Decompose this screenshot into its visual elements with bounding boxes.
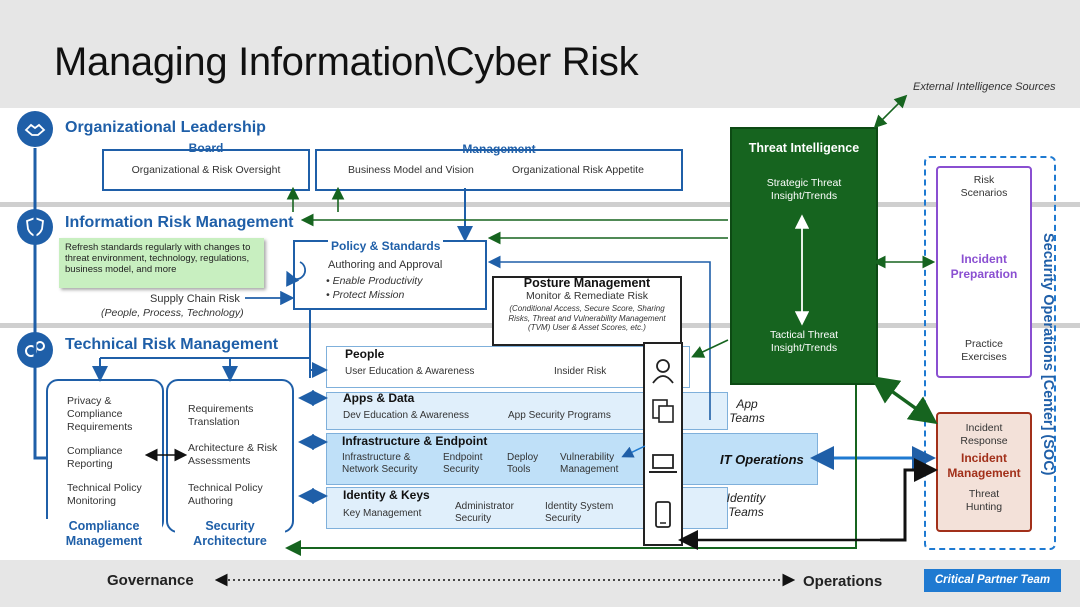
infra-row: Infrastructure & Endpoint Infrastructure… — [326, 433, 646, 483]
compliance-item-reporting: Compliance Reporting — [67, 445, 123, 470]
refresh-note-text: Refresh standards regularly with changes… — [65, 242, 251, 275]
supply-chain-sub: (People, Process, Technology) — [101, 307, 244, 319]
management-box: Management Business Model and Vision Org… — [315, 142, 683, 191]
people-item-insider: Insider Risk — [554, 366, 607, 377]
band-divider — [0, 202, 1080, 207]
people-item-education: User Education & Awareness — [345, 366, 475, 377]
people-title: People — [345, 347, 385, 361]
infra-item-deploy: Deploy Tools — [507, 452, 539, 475]
management-item-appetite: Organizational Risk Appetite — [512, 164, 644, 176]
page-title: Managing Information\Cyber Risk — [54, 40, 639, 84]
phone-icon — [655, 501, 671, 528]
critical-partner-text: Critical Partner Team — [934, 574, 1051, 586]
compliance-panel: Privacy & Compliance Requirements Compli… — [46, 379, 164, 533]
critical-partner-badge: Critical Partner Team — [924, 569, 1061, 592]
posture-box: Posture Management Monitor & Remediate R… — [492, 276, 682, 346]
management-title: Management — [462, 142, 536, 156]
refresh-note: Refresh standards regularly with changes… — [59, 238, 264, 288]
compliance-management-label: Compliance Management — [46, 519, 162, 549]
infra-item-network: Infrastructure & Network Security — [342, 452, 418, 475]
identity-item-system: Identity System Security — [545, 501, 614, 524]
arch-item-requirements: Requirements Translation — [188, 403, 254, 428]
incident-prep-box: Risk Scenarios Incident Preparation Prac… — [936, 166, 1032, 378]
arch-item-assessments: Architecture & Risk Assessments — [188, 442, 278, 467]
external-intel-label: External Intelligence Sources — [913, 81, 1056, 93]
apps-title: Apps & Data — [343, 391, 415, 405]
security-architecture-label: Security Architecture — [175, 519, 285, 549]
supply-chain-label: Supply Chain Risk — [150, 293, 240, 305]
info-risk-title: Information Risk Management — [65, 214, 294, 231]
incident-response: Incident Response — [960, 422, 1008, 447]
posture-title: Posture Management — [523, 276, 651, 290]
governance-label: Governance — [107, 572, 194, 589]
apps-item-dev-education: Dev Education & Awareness — [343, 410, 470, 421]
tech-risk-title: Technical Risk Management — [65, 336, 279, 353]
identity-item-keys: Key Management — [343, 508, 422, 519]
board-title: Board — [188, 141, 224, 155]
infra-item-vuln: Vulnerability Management — [560, 452, 619, 475]
incident-mgmt-title: Incident Management — [947, 451, 1021, 480]
org-leadership-title: Organizational Leadership — [65, 119, 266, 136]
device-column — [643, 342, 683, 546]
identity-title: Identity & Keys — [343, 488, 430, 502]
handshake-icon — [17, 111, 53, 147]
soc-label: Security Operations [Center] (SOC) — [1040, 233, 1056, 476]
posture-sub: Monitor & Remediate Risk — [526, 290, 648, 302]
threat-intel-title: Threat Intelligence — [748, 141, 860, 155]
policy-title: Policy & Standards — [328, 239, 444, 253]
posture-detail: (Conditional Access, Secure Score, Shari… — [508, 304, 666, 332]
person-icon — [652, 359, 674, 384]
policy-box: Policy & Standards Authoring and Approva… — [293, 239, 487, 310]
strategic-threat: Strategic Threat Insight/Trends — [766, 177, 842, 202]
identity-item-admin: Administrator Security — [455, 501, 514, 524]
threat-hunting: Threat Hunting — [965, 488, 1003, 513]
policy-sub: Authoring and Approval — [328, 259, 443, 271]
shield-icon — [17, 209, 53, 245]
policy-bullet-mission: • Protect Mission — [326, 289, 405, 301]
board-text: Organizational & Risk Oversight — [131, 164, 281, 176]
laptop-icon — [649, 454, 677, 473]
app-teams-label: App Teams — [729, 397, 765, 425]
compliance-item-requirements: Privacy & Compliance Requirements — [67, 395, 133, 433]
arch-item-authoring: Technical Policy Authoring — [188, 482, 263, 507]
management-item-vision: Business Model and Vision — [348, 164, 474, 176]
threat-intel-box: Threat Intelligence Strategic Threat Ins… — [730, 127, 878, 385]
apps-item-app-security: App Security Programs — [508, 410, 611, 421]
incident-mgmt-box: Incident Response Incident Management Th… — [936, 412, 1032, 532]
people-row: People User Education & Awareness Inside… — [326, 346, 690, 388]
security-arch-panel: Requirements Translation Architecture & … — [166, 379, 294, 533]
documents-icon — [652, 399, 674, 423]
infra-item-endpoint: Endpoint Security — [443, 452, 483, 475]
soc-container — [924, 156, 1056, 550]
board-box: Board Organizational & Risk Oversight — [102, 141, 310, 191]
policy-bullet-productivity: • Enable Productivity — [326, 275, 423, 287]
risk-scenarios: Risk Scenarios — [960, 174, 1008, 199]
compliance-item-monitoring: Technical Policy Monitoring — [67, 482, 142, 507]
infra-title: Infrastructure & Endpoint — [342, 434, 488, 448]
it-operations-label: IT Operations — [720, 452, 804, 467]
identity-teams-label: Identity Teams — [726, 491, 766, 519]
gears-icon — [17, 332, 53, 368]
operations-label: Operations — [803, 573, 883, 590]
tactical-threat: Tactical Threat Insight/Trends — [769, 329, 839, 354]
incident-prep-title: Incident Preparation — [950, 252, 1018, 281]
practice-exercises: Practice Exercises — [961, 338, 1007, 363]
